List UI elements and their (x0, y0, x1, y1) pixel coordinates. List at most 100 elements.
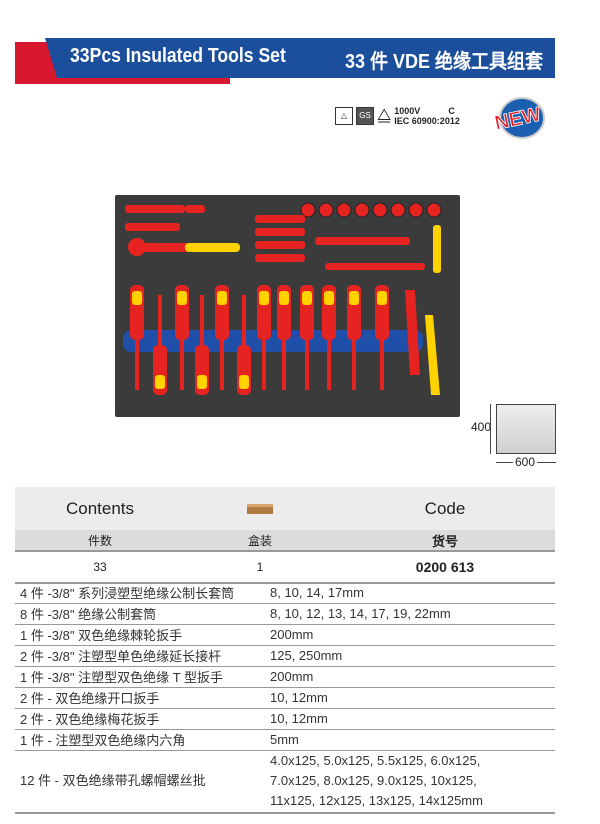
contents-table: Contents Code 件数 盒装 货号 33 1 0200 613 (15, 487, 555, 584)
standard-label: IEC 60900:2012 (394, 116, 460, 126)
spec-line: 4.0x125, 5.0x125, 5.5x125, 6.0x125, (270, 753, 481, 769)
code-header: Code (335, 487, 555, 530)
voltage-label: 1000V (394, 106, 421, 116)
screwdriver-shaft (180, 340, 184, 390)
item-description: 2 件 - 双色绝缘梅花扳手 (15, 708, 265, 730)
item-description: 2 件 - 双色绝缘开口扳手 (15, 687, 265, 709)
screwdriver-grip (302, 291, 312, 305)
new-badge: NEW (492, 97, 545, 139)
item-description: 1 件 - 注塑型双色绝缘内六角 (15, 729, 265, 751)
screwdriver-shaft (262, 340, 266, 390)
vde-mark-icon: △ (335, 107, 353, 125)
screwdriver-shaft (200, 295, 204, 345)
extension-bar (125, 205, 185, 213)
item-spec: 8, 10, 14, 17mm (265, 582, 555, 604)
item-description: 12 件 - 双色绝缘带孔螺帽螺丝批 (15, 750, 265, 814)
socket (318, 202, 334, 218)
socket (390, 202, 406, 218)
screwdriver-grip (177, 291, 187, 305)
socket (408, 202, 424, 218)
wrench (425, 315, 440, 395)
item-description: 8 件 -3/8" 绝缘公制套筒 (15, 603, 265, 625)
item-spec: 125, 250mm (265, 645, 555, 667)
width-label: 600 (513, 455, 538, 469)
code-subheader: 货号 (335, 530, 555, 552)
extension-bar (315, 237, 410, 245)
height-label: 400 (471, 420, 492, 434)
screwdriver-grip (324, 291, 334, 305)
screwdriver-grip (197, 375, 207, 389)
socket (300, 202, 316, 218)
item-description: 1 件 -3/8" 注塑型双色绝缘 T 型扳手 (15, 666, 265, 688)
class-label: C (448, 106, 455, 116)
spec-line: 11x125, 12x125, 13x125, 14x125mm (270, 793, 483, 809)
socket (336, 202, 352, 218)
screwdriver-grip (155, 375, 165, 389)
screwdriver-grip (239, 375, 249, 389)
screwdriver-shaft (380, 340, 384, 390)
screwdriver-grip (349, 291, 359, 305)
gs-mark-icon: GS (356, 107, 374, 125)
screwdriver-shaft (242, 295, 246, 345)
screwdriver-grip (377, 291, 387, 305)
t-wrench-bar (325, 263, 425, 270)
tray-dimension-box (496, 404, 556, 454)
screwdriver-shaft (305, 340, 309, 390)
box-value: 1 (185, 551, 335, 584)
extension-bar (185, 205, 205, 213)
long-socket (255, 215, 305, 223)
screwdriver-shaft (327, 340, 331, 390)
title-en: 33Pcs Insulated Tools Set (70, 45, 286, 67)
ratchet-grip (185, 243, 240, 252)
screwdriver-grip (279, 291, 289, 305)
box-icon (185, 487, 335, 530)
wrench (405, 290, 420, 375)
item-spec: 200mm (265, 624, 555, 646)
double-triangle-icon: ⧋ (377, 107, 392, 124)
item-description: 4 件 -3/8" 系列浸塑型绝缘公制长套筒 (15, 582, 265, 604)
screwdriver-shaft (352, 340, 356, 390)
screwdriver-shaft (135, 340, 139, 390)
socket (354, 202, 370, 218)
item-spec: 8, 10, 12, 13, 14, 17, 19, 22mm (265, 603, 555, 625)
item-description: 2 件 -3/8" 注塑型单色绝缘延长接杆 (15, 645, 265, 667)
box-subheader: 盒装 (185, 530, 335, 552)
ratchet-head (128, 238, 146, 256)
socket (426, 202, 442, 218)
screwdriver-grip (132, 291, 142, 305)
item-description: 1 件 -3/8" 双色绝缘棘轮扳手 (15, 624, 265, 646)
screwdriver-shaft (158, 295, 162, 345)
count-subheader: 件数 (15, 530, 185, 552)
screwdriver-grip (217, 291, 227, 305)
screwdriver-shaft (282, 340, 286, 390)
item-spec: 200mm (265, 666, 555, 688)
tool-tray-image (115, 195, 460, 417)
t-wrench-handle (433, 225, 441, 273)
item-spec: 5mm (265, 729, 555, 751)
socket (372, 202, 388, 218)
spec-line: 7.0x125, 8.0x125, 9.0x125, 10x125, (270, 773, 477, 789)
item-spec: 4.0x125, 5.0x125, 5.5x125, 6.0x125, 7.0x1… (265, 750, 555, 814)
screwdriver-grip (259, 291, 269, 305)
long-socket (255, 228, 305, 236)
code-value: 0200 613 (335, 551, 555, 584)
item-spec: 10, 12mm (265, 708, 555, 730)
item-spec: 10, 12mm (265, 687, 555, 709)
count-value: 33 (15, 551, 185, 584)
screwdriver-shaft (220, 340, 224, 390)
height-line (490, 404, 491, 454)
extension-bar (125, 223, 180, 231)
header-bar (45, 38, 555, 78)
contents-header: Contents (15, 487, 185, 530)
